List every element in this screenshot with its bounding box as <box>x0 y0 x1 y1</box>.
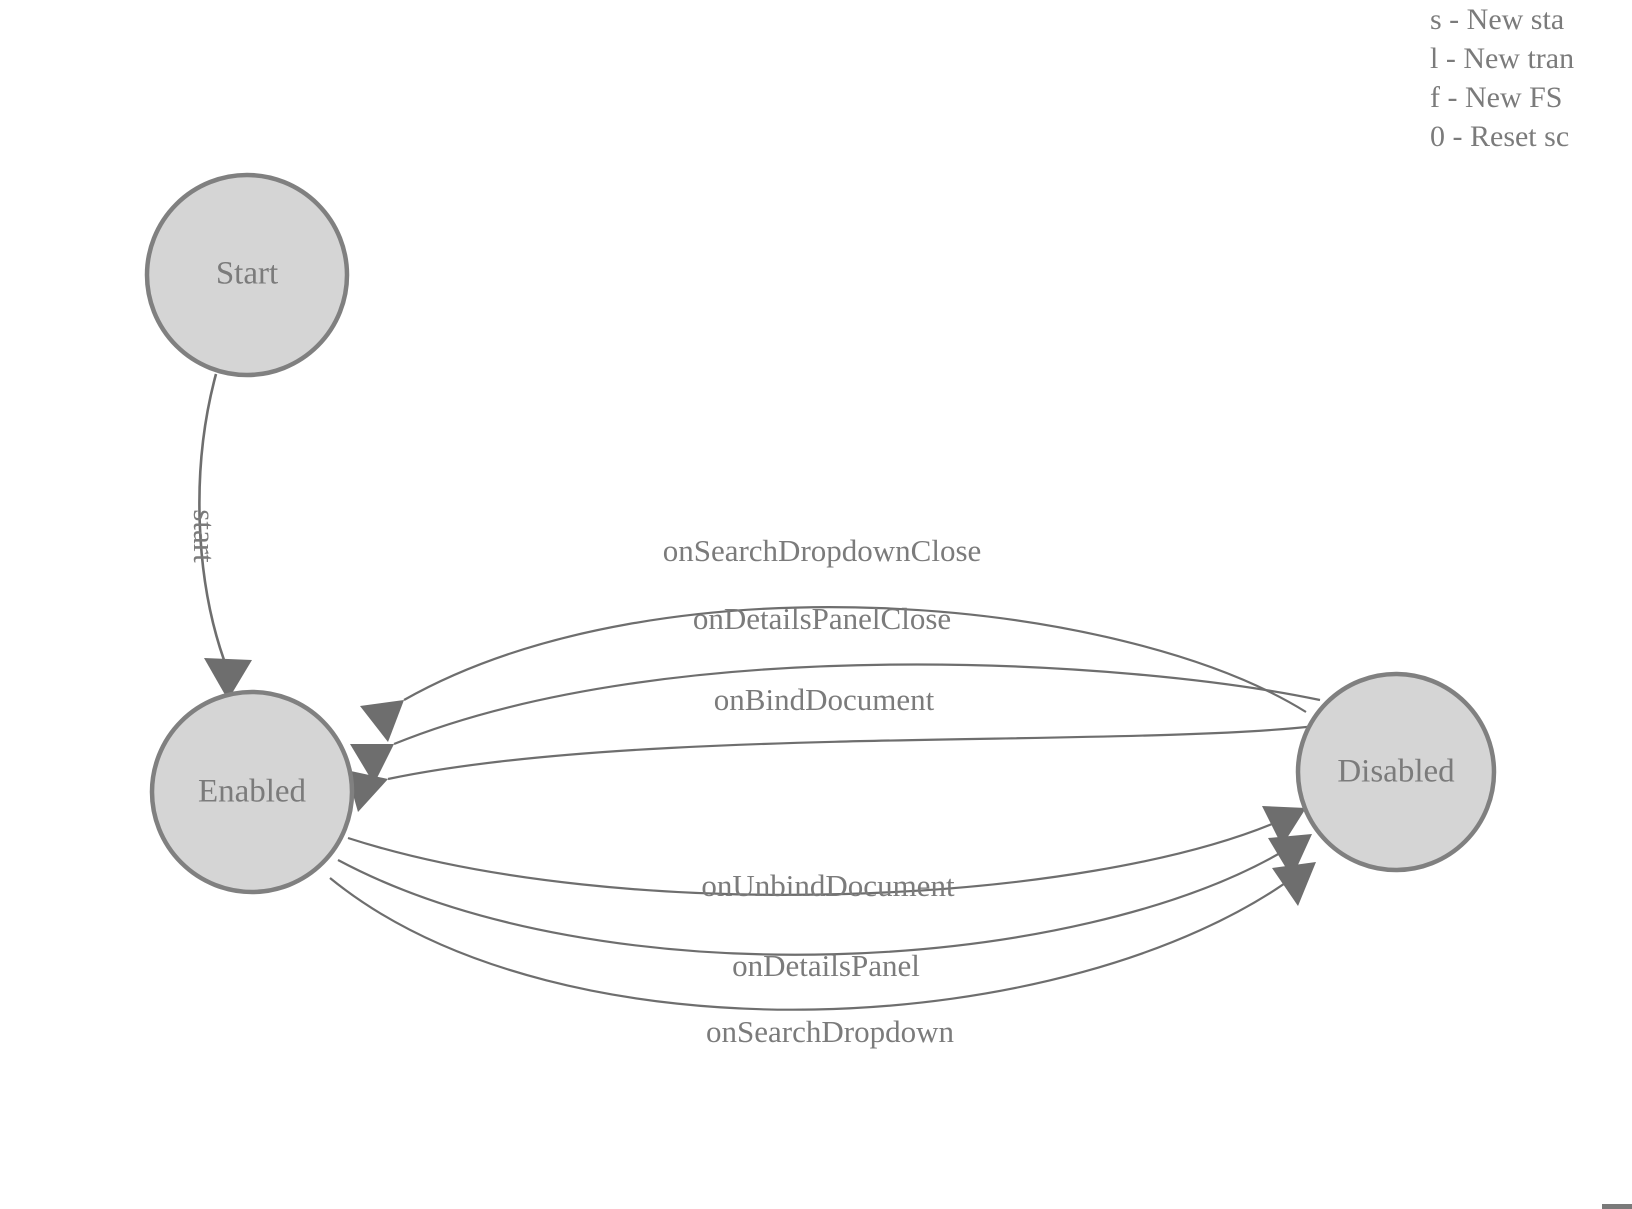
edge-onBindDocument[interactable] <box>387 724 1317 781</box>
edge-onUnbindDocument[interactable] <box>347 816 1287 896</box>
edge-group-disabled-to-enabled <box>346 606 1321 812</box>
arrowhead-onDetailsPanel <box>1268 834 1312 878</box>
edge-onDetailsPanelClose[interactable] <box>393 663 1321 746</box>
node-start-circle[interactable] <box>144 172 350 378</box>
edge-onSearchDropdown[interactable] <box>329 873 1299 1011</box>
arrowhead-onSearchDropdown <box>1272 862 1316 906</box>
node-disabled[interactable]: Disabled <box>1295 671 1497 873</box>
help-line-new-transition: l - New tran <box>1430 42 1575 75</box>
edge-group-enabled-to-disabled <box>329 806 1316 1011</box>
arrowhead-onBindDocument <box>346 770 388 812</box>
node-start-label: Start <box>216 256 278 292</box>
edge-label-group: start onSearchDropdownClose onDetailsPan… <box>187 509 981 1049</box>
node-start[interactable]: Start <box>144 172 350 378</box>
node-enabled-circle[interactable] <box>149 689 355 895</box>
edge-label-onBindDocument: onBindDocument <box>714 682 935 717</box>
edge-label-onSearchDropdownClose: onSearchDropdownClose <box>663 533 982 568</box>
help-line-new-state: s - New sta <box>1430 3 1565 36</box>
edge-label-start: start <box>187 509 222 563</box>
help-line-reset-scale: 0 - Reset sc <box>1430 120 1570 153</box>
resize-handle-corner[interactable] <box>1602 1172 1632 1209</box>
edge-label-onDetailsPanelClose: onDetailsPanelClose <box>693 601 951 636</box>
node-disabled-circle[interactable] <box>1295 671 1497 873</box>
edge-label-onUnbindDocument: onUnbindDocument <box>701 868 955 903</box>
edge-onSearchDropdownClose[interactable] <box>403 606 1307 713</box>
arrowhead-start <box>204 658 252 700</box>
node-enabled[interactable]: Enabled <box>149 689 355 895</box>
keyboard-shortcuts-help: s - New sta l - New tran f - New FS 0 - … <box>1430 0 1632 156</box>
edge-start[interactable] <box>198 373 226 661</box>
node-disabled-label: Disabled <box>1337 754 1455 790</box>
edge-onDetailsPanel[interactable] <box>337 845 1293 956</box>
arrowhead-onSearchDropdownClose <box>360 700 404 742</box>
help-line-new-fsm: f - New FS <box>1430 81 1563 114</box>
arrowhead-onUnbindDocument <box>1262 806 1306 846</box>
edge-group-start <box>198 373 252 700</box>
edge-label-onSearchDropdown: onSearchDropdown <box>706 1014 954 1049</box>
node-enabled-label: Enabled <box>198 774 307 810</box>
arrowhead-onDetailsPanelClose <box>350 744 394 784</box>
edge-label-onDetailsPanel: onDetailsPanel <box>732 948 920 983</box>
